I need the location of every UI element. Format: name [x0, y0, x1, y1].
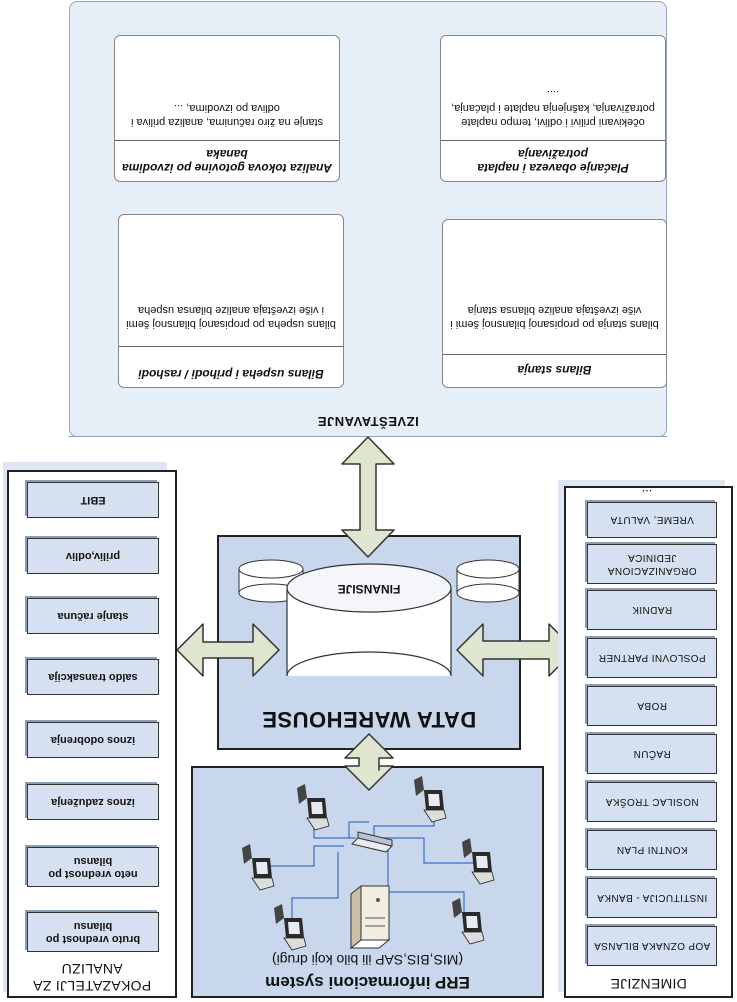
dimension-item: AOP OZNAKA BILANSA [587, 926, 717, 966]
dimensions-title: DIMENZIJE [610, 976, 687, 992]
dimension-item: NOSILAC TROŠKA [587, 782, 717, 822]
workstation-icon [242, 844, 275, 891]
dimension-item: ROBA [587, 686, 717, 726]
network-hub-icon [351, 831, 393, 853]
workstation-icon [297, 784, 330, 831]
indicator-item: bruto vrednost po bilansu [27, 912, 159, 952]
finance-database-cylinder [286, 563, 452, 677]
dimension-item: KONTNI PLAN [587, 830, 717, 870]
indicator-item: iznos zaduženja [27, 784, 159, 820]
arrow-indicators-warehouse [176, 623, 280, 677]
workstation-icon [414, 776, 447, 823]
workstation-icon [452, 898, 485, 945]
dimensions-more-ellipsis: ... [641, 487, 653, 502]
dimension-item: RAČUN [587, 734, 717, 774]
indicator-item: EBIT [27, 482, 159, 518]
indicator-item: stanje računa [27, 598, 159, 634]
indicator-item: neto vrednost po bilansu [27, 847, 159, 887]
dimension-item: VREME, VALUTA [587, 502, 717, 538]
arrow-warehouse-reporting [341, 436, 395, 558]
dimension-item: POSLOVNI PARTNER [587, 638, 717, 678]
dimension-item: RADNIK [587, 590, 717, 630]
small-database-cylinder-left [456, 559, 520, 603]
server-icon [349, 884, 391, 950]
indicator-item: priliv,odliv [27, 538, 159, 574]
workstation-icon [274, 904, 307, 951]
indicator-item: saldo transakcija [27, 659, 159, 695]
arrow-erp-warehouse [344, 733, 394, 791]
indicators-title: POKAZATELJI ZA ANALIZU [32, 961, 152, 994]
dimension-item: ORGANIZACIONA JEDINICA [587, 544, 717, 584]
arrow-dimensions-warehouse [456, 623, 576, 677]
warehouse-database-cylinders [238, 559, 520, 677]
workstation-icon [462, 838, 495, 885]
indicator-item: iznos odobrenja [27, 722, 159, 758]
erp-network-diagram [242, 776, 495, 951]
dimension-item: INSTITUCIJA - BANKA [587, 878, 717, 918]
